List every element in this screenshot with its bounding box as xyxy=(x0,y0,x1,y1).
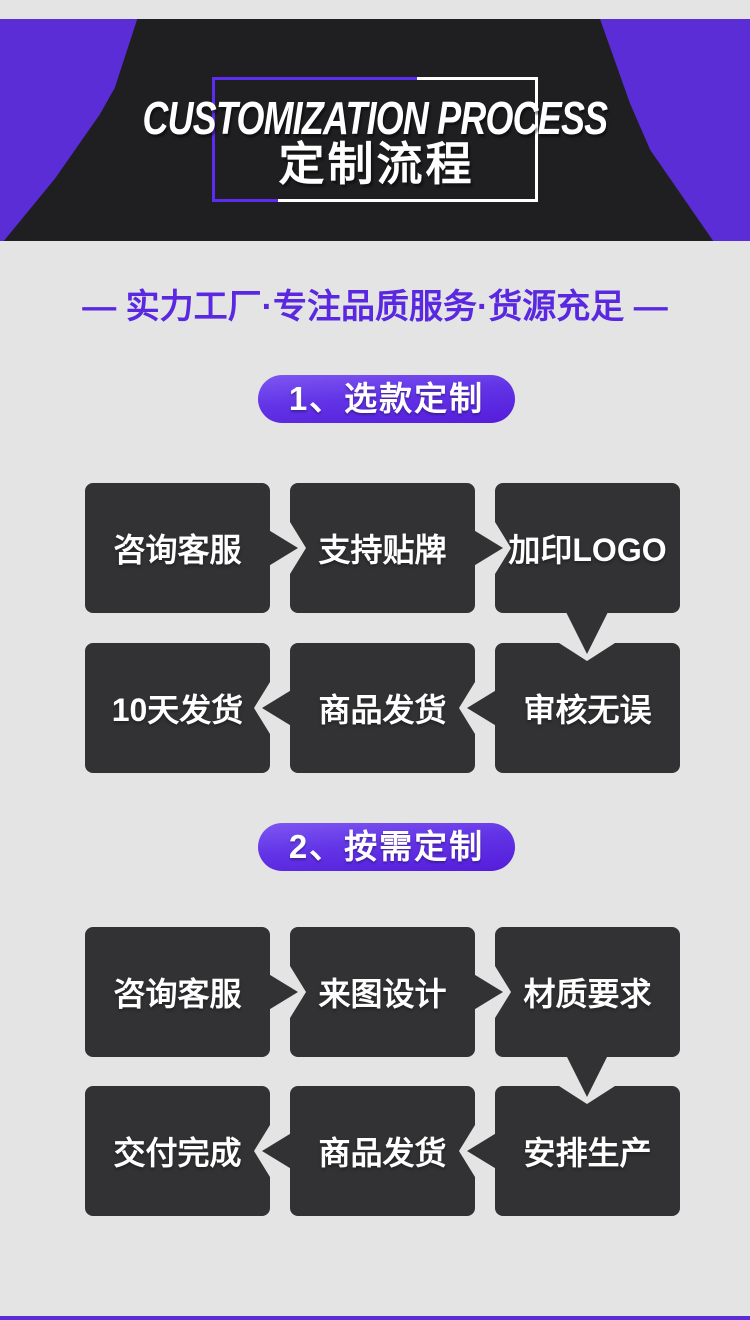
step-box: 审核无误 xyxy=(495,643,680,773)
step-box: 交付完成 xyxy=(85,1086,270,1216)
step-box: 商品发货 xyxy=(290,643,475,773)
title-frame xyxy=(212,77,538,202)
step-box: 咨询客服 xyxy=(85,483,270,613)
bottom-accent-strip xyxy=(0,1316,750,1320)
chevron-down-icon xyxy=(564,1051,610,1097)
chevron-right-icon xyxy=(467,526,503,570)
chevron-right-icon xyxy=(262,526,298,570)
frame-accent-top xyxy=(212,77,417,80)
chevron-down-icon xyxy=(564,608,610,654)
chevron-left-icon xyxy=(262,1129,298,1173)
chevron-left-icon xyxy=(467,1129,503,1173)
tagline: — 实力工厂·专注品质服务·货源充足 — xyxy=(82,288,668,326)
step-box: 加印LOGO xyxy=(495,483,680,613)
chevron-right-icon xyxy=(262,970,298,1014)
step-box: 支持贴牌 xyxy=(290,483,475,613)
title-english: CUSTOMIZATION PROCESS xyxy=(0,95,750,141)
step-box: 安排生产 xyxy=(495,1086,680,1216)
section1-badge: 1、选款定制 xyxy=(258,375,515,423)
chevron-left-icon xyxy=(262,686,298,730)
frame-accent-left xyxy=(212,77,215,202)
title-english-text: CUSTOMIZATION PROCESS xyxy=(142,92,608,144)
chevron-left-icon xyxy=(467,686,503,730)
frame-accent-bottom xyxy=(212,199,278,202)
step-box: 来图设计 xyxy=(290,927,475,1057)
section2-badge: 2、按需定制 xyxy=(258,823,515,871)
title-chinese: 定制流程 xyxy=(278,138,475,190)
step-box: 10天发货 xyxy=(85,643,270,773)
step-box: 咨询客服 xyxy=(85,927,270,1057)
header-banner: CUSTOMIZATION PROCESS 定制流程 xyxy=(0,19,750,241)
chevron-right-icon xyxy=(467,970,503,1014)
step-box: 商品发货 xyxy=(290,1086,475,1216)
step-box: 材质要求 xyxy=(495,927,680,1057)
